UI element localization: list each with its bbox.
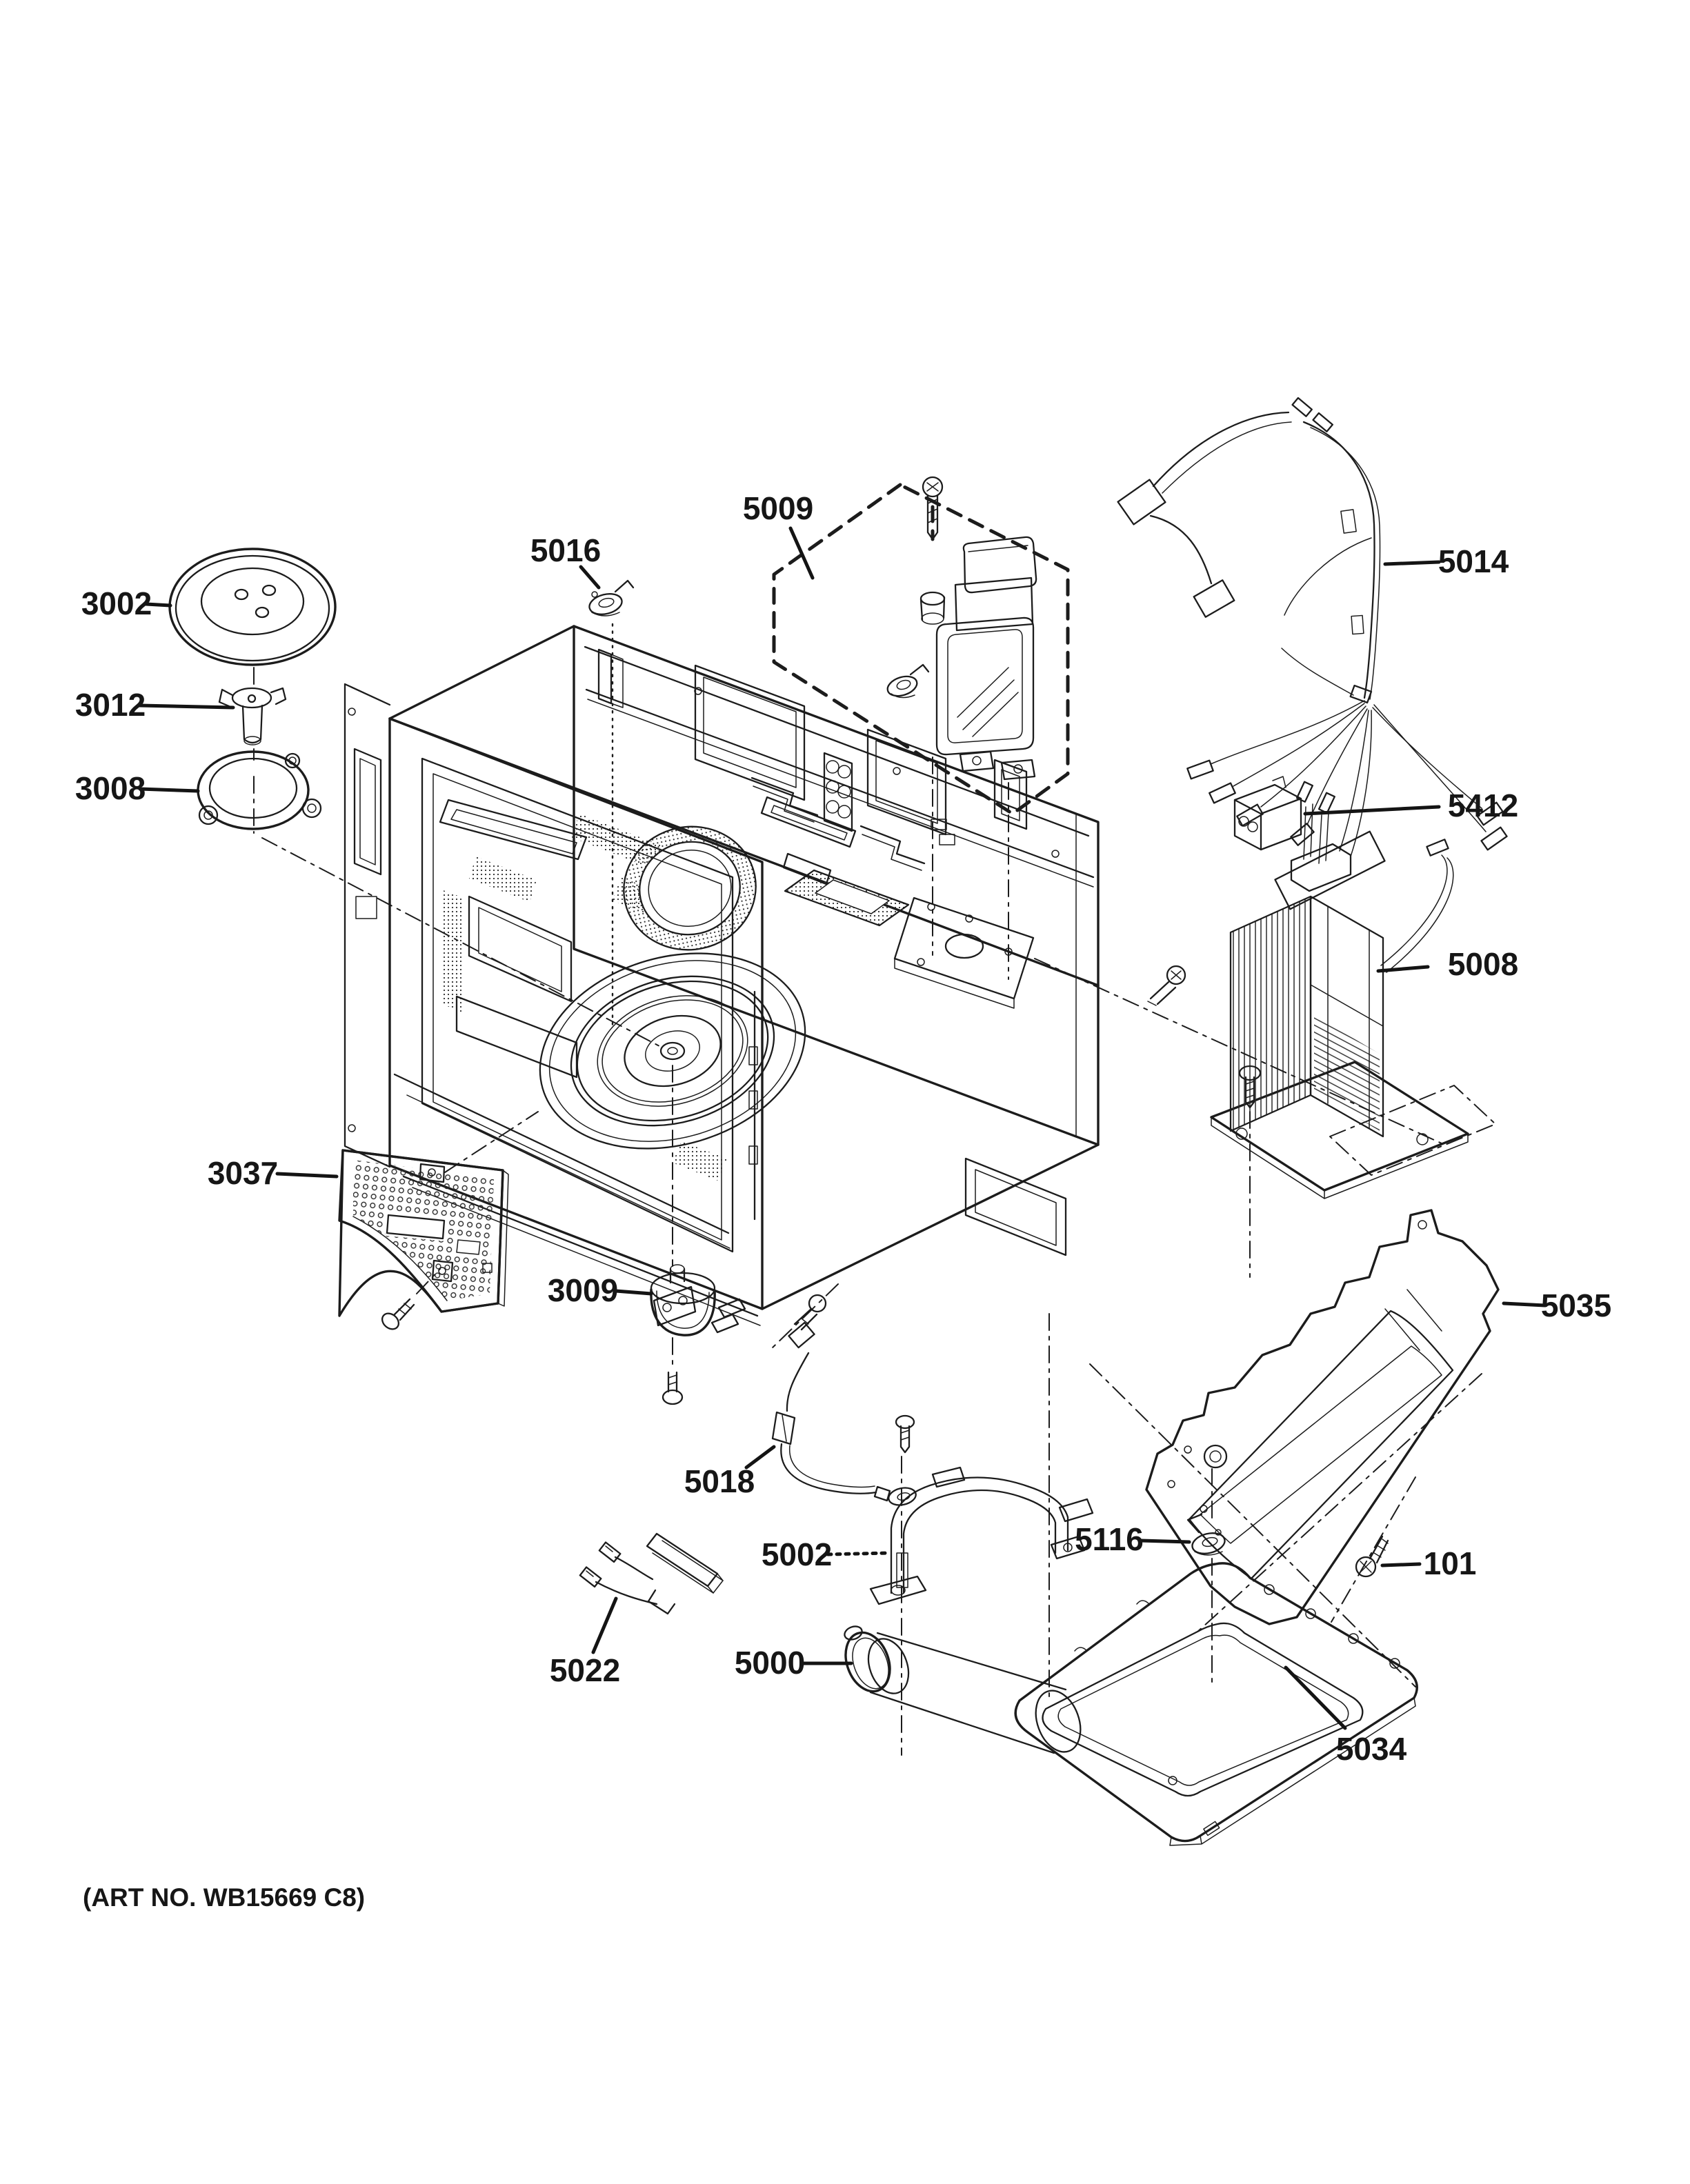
turntable-recess	[539, 952, 806, 1150]
callout-5022: 5022	[550, 1652, 620, 1688]
vent-grille-3037	[338, 1149, 509, 1317]
diagonal-screw	[1147, 965, 1186, 1006]
callout-5018: 5018	[684, 1463, 755, 1499]
transformer-footprint-outline	[1329, 1085, 1496, 1176]
callout-3008: 3008	[75, 770, 146, 806]
grille-screw	[381, 1298, 415, 1330]
transformer-screw	[1238, 1065, 1262, 1109]
turntable-roller-ring	[197, 750, 322, 830]
leader-101	[1380, 1562, 1422, 1567]
projection-line	[771, 1283, 839, 1350]
cavity-screw	[793, 1294, 827, 1331]
projection-line	[444, 1111, 539, 1173]
leader-5016	[579, 565, 601, 590]
leader-3009	[614, 1289, 653, 1296]
base-screw-101	[1355, 1535, 1389, 1578]
leader-5014	[1383, 560, 1441, 566]
callout-3002: 3002	[81, 585, 152, 621]
glass-turntable-tray	[168, 548, 337, 666]
leader-5034	[1284, 1665, 1347, 1730]
callout-5009: 5009	[743, 490, 813, 526]
thermostat-lead-5018	[771, 1321, 917, 1506]
hv-capacitor-5000	[844, 1625, 1082, 1754]
callout-3037: 3037	[208, 1155, 278, 1191]
turntable-coupler	[218, 687, 287, 745]
magnetron	[919, 536, 1037, 781]
magnetron-mount-platform	[893, 896, 1035, 1009]
callout-5008: 5008	[1448, 946, 1518, 982]
leader-5009	[788, 526, 815, 580]
base-plate-5034	[1014, 1562, 1418, 1846]
interlock-switch-5412	[1233, 776, 1302, 851]
callout-3009: 3009	[548, 1272, 618, 1308]
noise-filter-lead-5022	[579, 1532, 724, 1615]
leader-5116	[1139, 1539, 1191, 1544]
projection-line	[1195, 1373, 1482, 1634]
callout-5014: 5014	[1438, 543, 1509, 579]
motor-screw	[662, 1371, 684, 1405]
callout-5116: 5116	[1075, 1521, 1144, 1557]
callout-5016: 5016	[530, 532, 601, 568]
leader-3012	[138, 703, 235, 710]
capacitor-bracket-5002	[869, 1466, 1094, 1605]
projection-line	[1331, 1476, 1416, 1623]
callouts: 3002 3012 3008 5016 5009 5014 5412 5008 …	[75, 490, 1611, 1767]
leader-5018	[744, 1445, 776, 1470]
callout-5000: 5000	[735, 1645, 805, 1681]
callout-3012: 3012	[75, 687, 146, 723]
projection-line	[1089, 1363, 1416, 1687]
magnetron-assembly-boundary	[772, 483, 1070, 816]
leader-5022	[591, 1596, 618, 1654]
projection-line	[416, 1268, 441, 1294]
wire-harness-5014	[1117, 397, 1508, 910]
leader-3037	[275, 1172, 339, 1179]
callout-5035: 5035	[1541, 1288, 1611, 1323]
art-number-text: (ART NO. WB15669 C8)	[83, 1883, 365, 1912]
callout-5034: 5034	[1336, 1731, 1407, 1767]
callout-5412: 5412	[1448, 788, 1518, 823]
callout-5002: 5002	[762, 1536, 832, 1572]
grease-shield-bushing-5016	[588, 579, 635, 617]
magnetron-thermostat-clip	[886, 663, 930, 699]
duct-bushing-5116	[1186, 1513, 1226, 1556]
projection-line	[261, 837, 662, 1048]
leader-3008	[138, 787, 200, 793]
waveguide-opening	[784, 869, 910, 927]
blower-fan-opening	[623, 825, 757, 951]
turntable-motor-3009	[650, 1264, 746, 1336]
projection-line	[1034, 958, 1442, 1144]
bracket-screw	[895, 1414, 915, 1454]
vent-air-duct-5035	[1145, 1209, 1500, 1625]
high-voltage-transformer-5008	[1210, 781, 1469, 1199]
leader-5412	[1303, 805, 1441, 816]
leader-3002	[144, 602, 172, 608]
callout-101: 101	[1424, 1545, 1477, 1581]
leader-5008	[1376, 965, 1430, 973]
leader-5002	[826, 1551, 891, 1556]
leader-5035	[1502, 1301, 1547, 1308]
